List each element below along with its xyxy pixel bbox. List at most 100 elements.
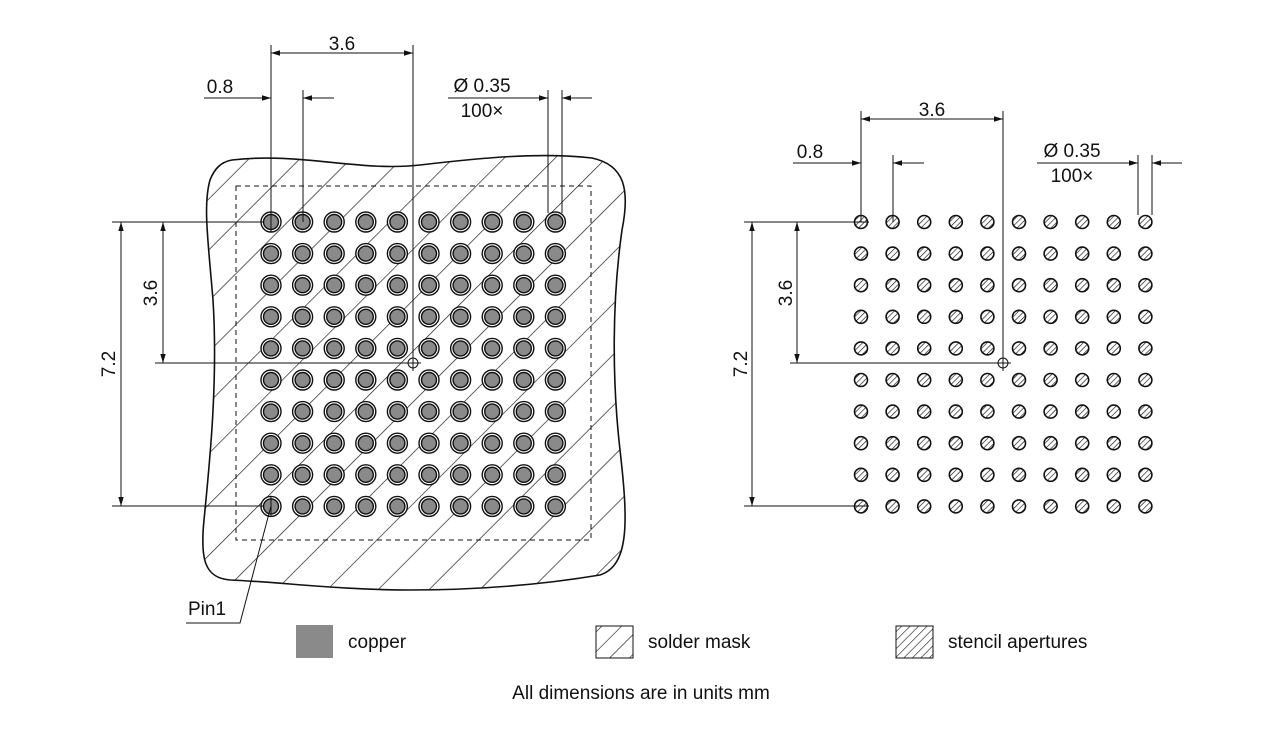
stencil-aperture bbox=[1043, 214, 1058, 230]
copper-pad bbox=[420, 371, 438, 389]
copper-pad bbox=[547, 371, 564, 389]
copper-pad bbox=[357, 371, 374, 389]
pin1-label: Pin1 bbox=[188, 599, 226, 620]
copper-pad bbox=[326, 340, 343, 357]
copper-pad bbox=[452, 308, 469, 325]
copper-pad bbox=[294, 308, 311, 325]
stencil-aperture bbox=[948, 341, 964, 356]
stencil-aperture bbox=[948, 435, 964, 451]
pin1-leader bbox=[186, 505, 272, 624]
copper-pad bbox=[420, 435, 438, 452]
stencil-aperture bbox=[853, 341, 869, 356]
left-dim-pitch-side: 3.6 bbox=[141, 280, 162, 306]
stencil-aperture bbox=[916, 214, 932, 230]
copper-pad bbox=[326, 498, 343, 515]
stencil-aperture bbox=[948, 404, 964, 419]
stencil-aperture bbox=[1074, 372, 1090, 388]
stencil-aperture bbox=[1138, 341, 1153, 356]
stencil-aperture bbox=[1106, 499, 1122, 514]
copper-pad bbox=[515, 277, 532, 294]
copper-pad bbox=[357, 308, 374, 325]
copper-pad bbox=[389, 245, 406, 262]
stencil-aperture bbox=[1074, 435, 1090, 451]
copper-pad bbox=[357, 245, 374, 262]
footer-note: All dimensions are in units mm bbox=[512, 683, 770, 704]
stencil-aperture bbox=[1011, 309, 1027, 325]
copper-pad bbox=[326, 466, 343, 483]
copper-pad bbox=[515, 371, 532, 389]
copper-pad bbox=[515, 308, 532, 325]
stencil-aperture bbox=[1106, 246, 1122, 261]
copper-pad bbox=[420, 403, 438, 420]
stencil-aperture bbox=[916, 372, 932, 388]
copper-pad bbox=[357, 277, 374, 294]
copper-pad bbox=[326, 213, 343, 231]
copper-pad bbox=[326, 245, 343, 262]
copper-pad bbox=[547, 466, 564, 483]
stencil-aperture bbox=[948, 309, 964, 325]
copper-pad bbox=[452, 245, 469, 262]
copper-pad bbox=[294, 277, 311, 294]
copper-pad bbox=[389, 403, 406, 420]
copper-pad bbox=[262, 371, 280, 389]
stencil-aperture bbox=[1138, 372, 1153, 388]
copper-pad bbox=[357, 498, 374, 515]
copper-pad bbox=[515, 435, 532, 452]
right-dimension-lines bbox=[749, 116, 1182, 506]
stencil-aperture bbox=[853, 404, 869, 419]
copper-pad bbox=[389, 498, 406, 515]
copper-pad bbox=[357, 403, 374, 420]
stencil-aperture bbox=[1106, 277, 1122, 293]
stencil-aperture bbox=[1106, 372, 1122, 388]
copper-pad bbox=[294, 245, 311, 262]
copper-pad bbox=[262, 340, 280, 357]
stencil-aperture bbox=[1074, 499, 1090, 514]
copper-pad bbox=[484, 498, 501, 515]
copper-pad bbox=[484, 213, 501, 231]
copper-pad bbox=[515, 466, 532, 483]
stencil-aperture bbox=[1106, 404, 1122, 419]
copper-pad bbox=[389, 466, 406, 483]
copper-pad bbox=[515, 340, 532, 357]
stencil-aperture bbox=[980, 246, 995, 261]
stencil-aperture bbox=[885, 277, 900, 293]
stencil-aperture bbox=[916, 309, 932, 325]
stencil-aperture bbox=[948, 277, 964, 293]
right-dim-span-side: 7.2 bbox=[731, 351, 752, 377]
stencil-aperture bbox=[916, 404, 932, 419]
stencil-aperture bbox=[916, 246, 932, 261]
copper-pad bbox=[547, 403, 564, 420]
stencil-aperture bbox=[916, 499, 932, 514]
copper-pad bbox=[547, 498, 564, 515]
stencil-aperture bbox=[853, 435, 869, 451]
stencil-aperture bbox=[1074, 246, 1090, 261]
copper-pad bbox=[389, 308, 406, 325]
legend-solder-mask-label: solder mask bbox=[648, 632, 751, 653]
copper-pad bbox=[326, 308, 343, 325]
copper-pad bbox=[547, 277, 564, 294]
legend-stencil-swatch bbox=[895, 625, 934, 659]
stencil-aperture bbox=[885, 499, 900, 514]
stencil-aperture bbox=[885, 467, 900, 483]
stencil-aperture bbox=[1043, 435, 1058, 451]
copper-pad bbox=[420, 340, 438, 357]
copper-pad bbox=[357, 340, 374, 357]
copper-pad bbox=[294, 371, 311, 389]
stencil-aperture bbox=[916, 277, 932, 293]
copper-pad bbox=[294, 435, 311, 452]
copper-pad bbox=[262, 403, 280, 420]
stencil-aperture bbox=[1138, 467, 1153, 483]
copper-pad bbox=[452, 466, 469, 483]
stencil-aperture bbox=[1011, 277, 1027, 293]
copper-pad bbox=[515, 245, 532, 262]
copper-pad bbox=[262, 277, 280, 294]
stencil-aperture bbox=[1138, 404, 1153, 419]
legend-stencil-label: stencil apertures bbox=[948, 632, 1087, 653]
stencil-aperture bbox=[1074, 341, 1090, 356]
stencil-aperture bbox=[1074, 214, 1090, 230]
stencil-aperture bbox=[1138, 499, 1153, 514]
stencil-aperture bbox=[916, 467, 932, 483]
legend-solder-mask-swatch bbox=[595, 625, 634, 659]
copper-pad bbox=[484, 245, 501, 262]
